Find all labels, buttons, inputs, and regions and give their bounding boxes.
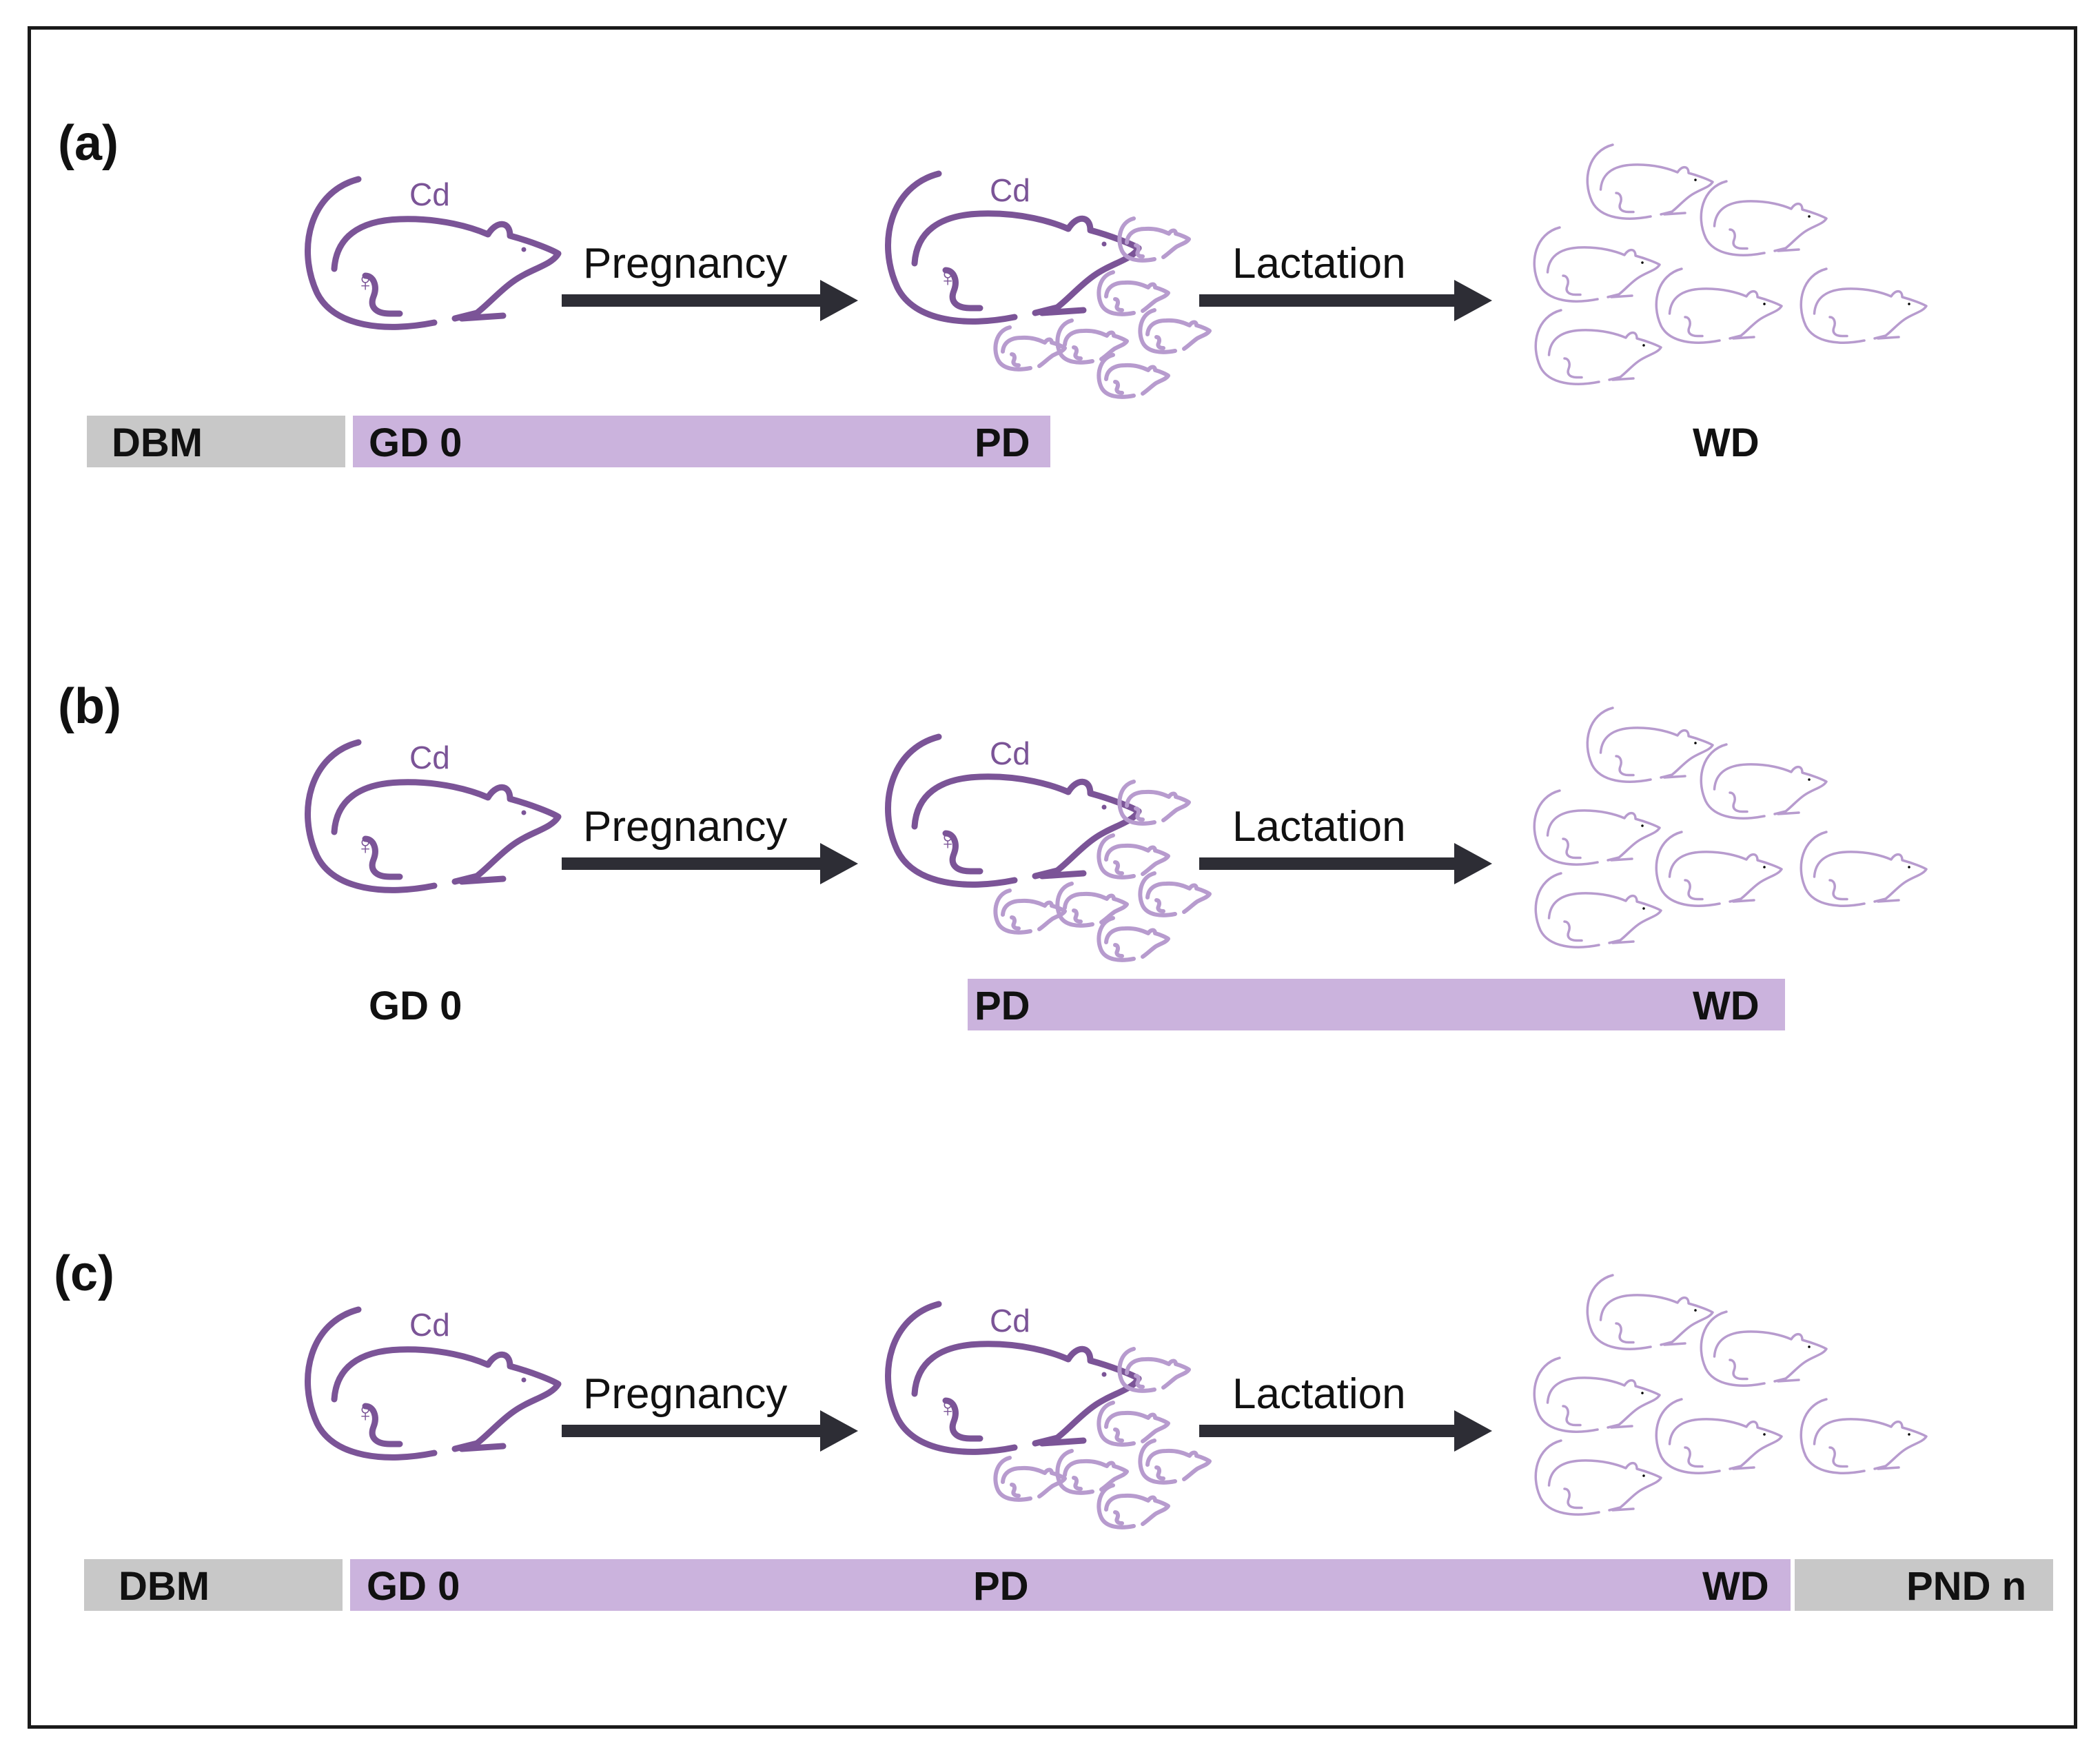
dam-cd-label: Cd	[409, 1307, 450, 1343]
dam-cd-label-2: Cd	[990, 172, 1030, 208]
female-symbol-icon: ♀	[355, 830, 376, 860]
arrow-icon	[1454, 280, 1492, 321]
mouse-icon	[1533, 226, 1661, 303]
pup-icon	[1099, 918, 1168, 960]
exposure-bar	[353, 416, 1050, 467]
offspring-group	[1533, 707, 1928, 948]
pup-icon	[1099, 355, 1168, 397]
mouse-icon	[1586, 707, 1714, 783]
gd0-label: GD 0	[369, 420, 462, 465]
mouse-icon	[1586, 143, 1714, 220]
mouse-icon	[1534, 872, 1662, 948]
pregnancy-label: Pregnancy	[583, 803, 787, 851]
dbm-bar	[87, 416, 345, 467]
dbm-label: DBM	[119, 1564, 210, 1609]
lactation-label: Lactation	[1232, 1370, 1406, 1418]
wd-label: WD	[1702, 1564, 1769, 1609]
pup-icon	[1140, 310, 1210, 352]
mouse-icon	[1700, 743, 1828, 820]
lactation-label: Lactation	[1232, 803, 1406, 851]
offspring-group	[1533, 1274, 1928, 1516]
pup-icon	[1057, 321, 1127, 363]
dam-cd-label: Cd	[409, 740, 450, 775]
pup-icon	[995, 1458, 1065, 1500]
dam-cd-label: Cd	[409, 176, 450, 212]
mouse-icon	[1800, 831, 1928, 907]
pd-label: PD	[975, 984, 1030, 1028]
panel-a-label: (a)	[58, 116, 119, 171]
mouse-icon	[1534, 1439, 1662, 1516]
arrow-icon	[820, 280, 858, 321]
pup-icon	[1099, 1403, 1168, 1445]
pnd-bar	[1795, 1559, 2053, 1611]
pregnancy-label: Pregnancy	[583, 240, 787, 287]
wd-label: WD	[1693, 984, 1760, 1028]
mouse-icon	[1655, 267, 1783, 344]
pup-icon	[995, 891, 1065, 933]
pd-label: PD	[973, 1564, 1029, 1609]
female-symbol-icon: ♀	[937, 262, 958, 292]
pup-icon	[995, 327, 1065, 369]
pup-icon	[1140, 873, 1210, 915]
panel-c-label: (c)	[54, 1246, 114, 1301]
mouse-icon	[1586, 1274, 1714, 1350]
offspring-group	[1533, 143, 1928, 385]
arrow-icon	[1454, 843, 1492, 884]
mouse-icon	[1655, 831, 1783, 907]
panel-a: (a) Cd ♀ Pregnancy Cd ♀ Lactation	[58, 116, 1928, 467]
mouse-icon	[1533, 1356, 1661, 1433]
pd-label: PD	[975, 420, 1030, 465]
panel-b: (b) Cd ♀ Pregnancy Cd ♀ Lactation	[58, 679, 1928, 1030]
female-symbol-icon: ♀	[355, 1397, 376, 1427]
pup-icon	[1057, 884, 1127, 926]
mouse-icon	[1800, 1398, 1928, 1474]
exposure-bar	[350, 1559, 1791, 1611]
gd0-label: GD 0	[369, 984, 462, 1028]
mouse-icon	[1700, 1310, 1828, 1387]
arrow-icon	[1454, 1410, 1492, 1452]
dam-cd-label-2: Cd	[990, 735, 1030, 771]
panel-b-label: (b)	[58, 679, 121, 734]
exposure-bar	[968, 979, 1785, 1030]
pup-icon	[1099, 1485, 1168, 1527]
dam-cd-label-2: Cd	[990, 1303, 1030, 1339]
mouse-icon	[1700, 180, 1828, 256]
mouse-icon	[1655, 1398, 1783, 1474]
female-symbol-icon: ♀	[937, 825, 958, 855]
mouse-icon	[1533, 789, 1661, 866]
arrow-icon	[820, 1410, 858, 1452]
pup-icon	[1099, 272, 1168, 314]
pup-icon	[1099, 835, 1168, 877]
wd-label: WD	[1693, 420, 1760, 465]
panel-c: (c) Cd ♀ Pregnancy Cd ♀ Lactation	[54, 1246, 2053, 1611]
mouse-icon	[1800, 267, 1928, 344]
pup-icon	[1057, 1451, 1127, 1493]
female-symbol-icon: ♀	[937, 1392, 958, 1423]
gd0-label: GD 0	[367, 1564, 460, 1609]
pup-icon	[1140, 1441, 1210, 1483]
dbm-label: DBM	[112, 420, 203, 465]
lactation-label: Lactation	[1232, 240, 1406, 287]
pregnancy-label: Pregnancy	[583, 1370, 787, 1418]
mouse-icon	[1534, 309, 1662, 385]
female-symbol-icon: ♀	[355, 267, 376, 297]
pnd-label: PND n	[1906, 1564, 2026, 1609]
dbm-bar	[84, 1559, 343, 1611]
arrow-icon	[820, 843, 858, 884]
